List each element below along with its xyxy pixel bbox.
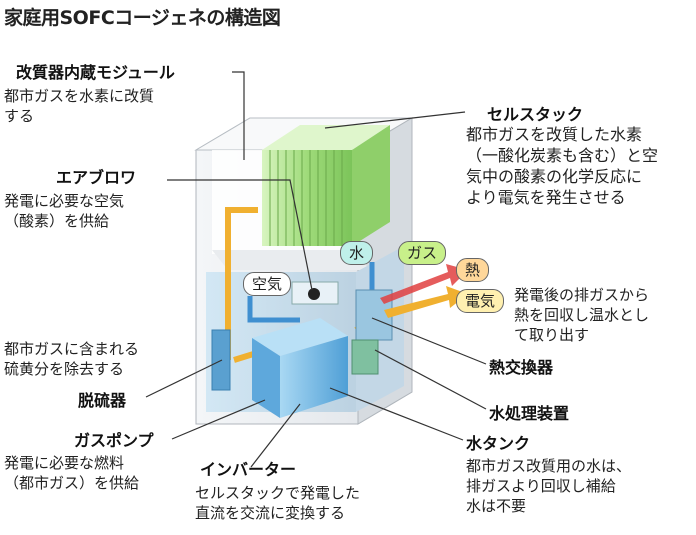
heatexchanger-desc: 発電後の排ガスから 熱を回収し温水とし て取り出す xyxy=(514,286,650,344)
cellstack-label: セルスタック xyxy=(487,105,584,124)
cellstack-desc: 都市ガスを改質した水素 （一酸化炭素も含む）と空 気中の酸素の化学反応に より電… xyxy=(466,125,659,207)
cell-stack xyxy=(262,125,390,246)
watertreatment-label: 水処理装置 xyxy=(489,404,570,423)
diagram-title: 家庭用SOFCコージェネの構造図 xyxy=(4,7,281,29)
heatexchanger-label: 熱交換器 xyxy=(489,358,554,377)
reformer-module-desc: 都市ガスを水素に改質 する xyxy=(4,87,155,125)
watertank-label: 水タンク xyxy=(466,434,531,453)
leader-lines xyxy=(145,71,487,468)
blower-label: エアブロワ xyxy=(56,168,137,187)
heat-tag: 熱 xyxy=(456,258,490,282)
air-tag: 空気 xyxy=(243,272,292,296)
watertank-desc: 都市ガス改質用の水は、 排ガスより回収し補給 水は不要 xyxy=(466,457,632,515)
water-tank-shape xyxy=(252,318,348,418)
output-arrows xyxy=(380,264,468,318)
heat-exchanger-unit xyxy=(351,289,393,375)
desulfurizer-label: 脱硫器 xyxy=(78,391,127,410)
inverter-desc: セルスタックで発電した 直流を交流に変換する xyxy=(195,484,361,522)
reformer-module-label: 改質器内蔵モジュール xyxy=(16,63,175,82)
gaspump-desc: 発電に必要な燃料 （都市ガス）を供給 xyxy=(4,454,140,492)
electricity-tag: 電気 xyxy=(456,289,505,313)
gas-tag: ガス xyxy=(398,241,447,265)
gaspump-label: ガスポンプ xyxy=(74,431,154,450)
air-blower xyxy=(291,281,339,305)
inverter-label: インバーター xyxy=(200,460,297,479)
water-tag: 水 xyxy=(340,241,374,265)
desulfurizer-desc: 都市ガスに含まれる 硫黄分を除去する xyxy=(4,340,140,378)
blower-desc: 発電に必要な空気 （酸素）を供給 xyxy=(4,192,125,230)
